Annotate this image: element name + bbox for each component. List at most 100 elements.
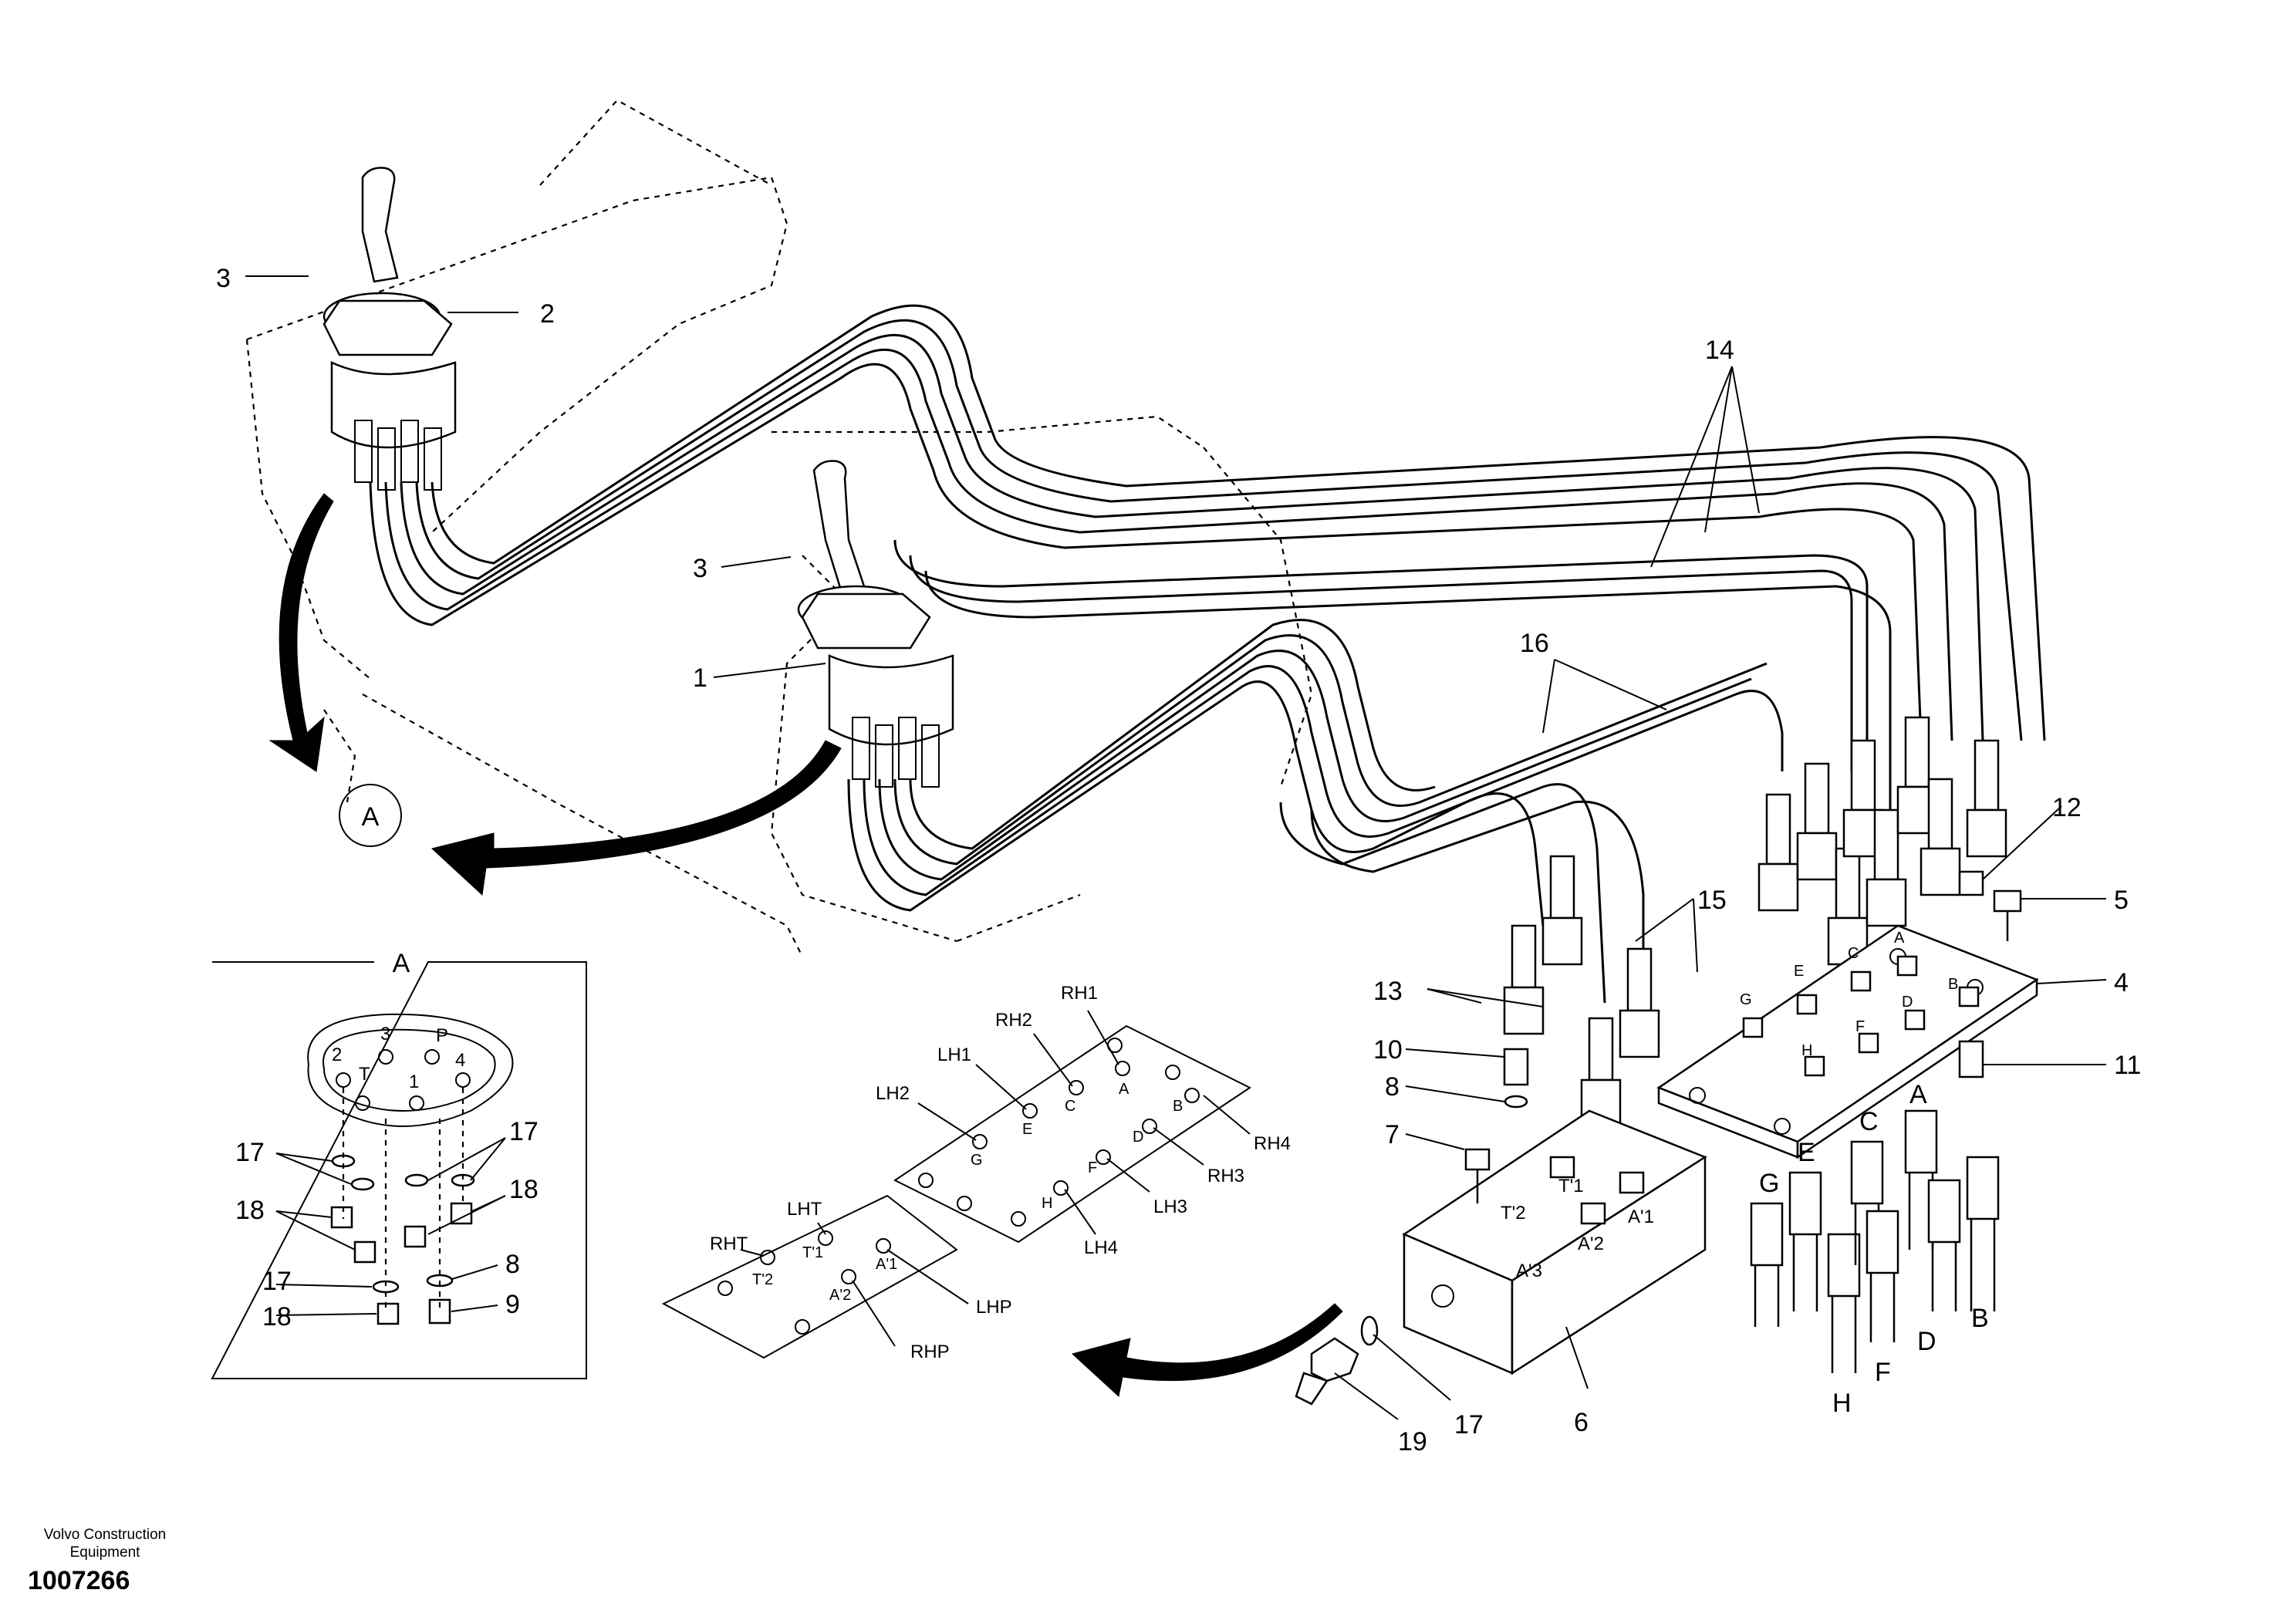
hose-label-b: B [1971, 1304, 1989, 1333]
callout-11: 11 [2114, 1051, 2141, 1080]
template-port-d: D [1133, 1129, 1143, 1146]
detail-callout-17-lower: 17 [262, 1267, 292, 1296]
block-port-t2: T'2 [1501, 1203, 1526, 1223]
plate-port-f: F [1855, 1018, 1865, 1035]
plate-port-e: E [1794, 963, 1804, 980]
template-label-lh1: LH1 [937, 1045, 971, 1065]
block-port-t1: T'1 [1558, 1176, 1584, 1196]
detail-a-box: A P T 1 2 3 4 [211, 949, 587, 1379]
joystick-port-4: 4 [455, 1050, 465, 1071]
hose-end-fittings-left [1503, 855, 1660, 1128]
callout-19: 19 [1398, 1427, 1427, 1456]
hose-label-f: F [1875, 1358, 1891, 1387]
detail-callout-9: 9 [505, 1290, 520, 1319]
template-label-lh2: LH2 [876, 1083, 910, 1104]
callout-2: 2 [540, 299, 555, 329]
hose-label-d: D [1917, 1327, 1936, 1356]
detail-callout-18-left: 18 [235, 1196, 265, 1225]
pilot-block-6 [1402, 1109, 1707, 1375]
callout-5: 5 [2114, 886, 2129, 915]
template-lower-port-a2: A'2 [829, 1287, 851, 1304]
template-label-lhp: LHP [976, 1297, 1012, 1318]
template-port-g: G [971, 1152, 983, 1169]
arrow-joystick1-to-detail [430, 740, 842, 896]
callout-14: 14 [1705, 336, 1734, 365]
base-plate-4 [1656, 924, 2039, 1159]
seat-outline-dashed [245, 99, 1313, 957]
template-port-b: B [1173, 1098, 1183, 1115]
hose-end-fittings-right [1757, 716, 2007, 966]
template-label-rh3: RH3 [1207, 1166, 1244, 1186]
callout-15: 15 [1697, 886, 1727, 915]
callout-16: 16 [1520, 629, 1549, 658]
drawing-number: 1007266 [28, 1566, 130, 1595]
callout-13: 13 [1373, 977, 1403, 1006]
template-port-c: C [1065, 1098, 1075, 1115]
detail-a-callout: A [339, 784, 402, 847]
template-lower-port-t2: T'2 [752, 1271, 773, 1288]
plate-port-g: G [1740, 991, 1752, 1008]
template-label-rh1: RH1 [1061, 983, 1098, 1004]
callout-4: 4 [2114, 968, 2129, 997]
block-port-a2: A'2 [1578, 1234, 1604, 1254]
hose-bundle-14 [369, 304, 2046, 810]
callout-17-block: 17 [1454, 1410, 1484, 1439]
callout-8: 8 [1385, 1072, 1400, 1102]
template-label-rhp: RHP [910, 1342, 950, 1362]
template-label-lh3: LH3 [1153, 1196, 1187, 1217]
callout-7: 7 [1385, 1120, 1400, 1149]
detail-callout-17-left: 17 [235, 1138, 265, 1167]
hose-end-labels: G E C A H F D B [1759, 1080, 1989, 1418]
fitting-10 [1503, 1048, 1529, 1086]
joystick-port-t: T [359, 1064, 370, 1085]
template-lower-port-t1: T'1 [802, 1244, 823, 1261]
template-label-rh2: RH2 [995, 1010, 1032, 1031]
hose-label-a: A [1909, 1080, 1927, 1109]
port-template-upper: A B C D E F G H RH1 RH2 LH1 LH2 RH4 RH3 … [876, 983, 1291, 1258]
callout-10: 10 [1373, 1035, 1403, 1065]
block-port-a3: A'3 [1516, 1261, 1542, 1281]
template-label-rht: RHT [710, 1234, 748, 1254]
joystick-port-p: P [436, 1025, 448, 1046]
template-lower-port-a1: A'1 [876, 1256, 897, 1273]
template-label-lht: LHT [787, 1199, 822, 1220]
elbow-fitting-19 [1295, 1337, 1359, 1406]
bolt-7 [1464, 1148, 1491, 1203]
detail-callout-18-lower: 18 [262, 1302, 292, 1331]
template-label-rh4: RH4 [1254, 1133, 1291, 1154]
plate-port-b: B [1948, 976, 1958, 993]
callout-12: 12 [2052, 793, 2082, 822]
detail-a-circle-label: A [362, 802, 380, 832]
template-port-a: A [1119, 1081, 1129, 1098]
callout-1: 1 [693, 663, 707, 693]
joystick-port-2: 2 [332, 1045, 342, 1065]
block-port-a1: A'1 [1628, 1207, 1654, 1227]
detail-a-box-title: A [393, 949, 410, 978]
base-plate-port-labels: A B C D E F G H [1740, 930, 1958, 1059]
seal-17-block [1360, 1315, 1379, 1346]
callout-3-upper: 3 [216, 264, 231, 293]
callout-leaders [245, 275, 2107, 1420]
hose-label-e: E [1798, 1138, 1815, 1167]
plate-port-h: H [1801, 1042, 1812, 1059]
lower-hose-ends [1750, 1109, 2000, 1373]
callout-3-lower: 3 [693, 554, 707, 583]
port-template-lower: T'1 T'2 A'1 A'2 LHT RHT LHP RHP [661, 1194, 1012, 1362]
joystick-port-3: 3 [380, 1024, 390, 1045]
seal-8 [1504, 1095, 1528, 1109]
joystick-2-left-control [322, 167, 457, 491]
detail-callout-17-right: 17 [509, 1117, 539, 1146]
fitting-11 [1958, 1040, 1984, 1078]
hose-label-h: H [1832, 1389, 1852, 1418]
arrow-block-to-template [1071, 1303, 1343, 1397]
template-port-e: E [1022, 1121, 1032, 1138]
hose-label-g: G [1759, 1169, 1779, 1198]
fitting-12 [1958, 870, 1984, 896]
joystick-port-1: 1 [409, 1072, 419, 1092]
detail-callout-18-right: 18 [509, 1175, 539, 1204]
arrow-joystick2-to-detail [268, 493, 334, 772]
callout-6: 6 [1574, 1408, 1589, 1437]
hose-bundle-16 [847, 619, 1784, 1018]
pilot-block-port-labels: T'1 T'2 A'1 A'2 A'3 [1501, 1176, 1654, 1281]
